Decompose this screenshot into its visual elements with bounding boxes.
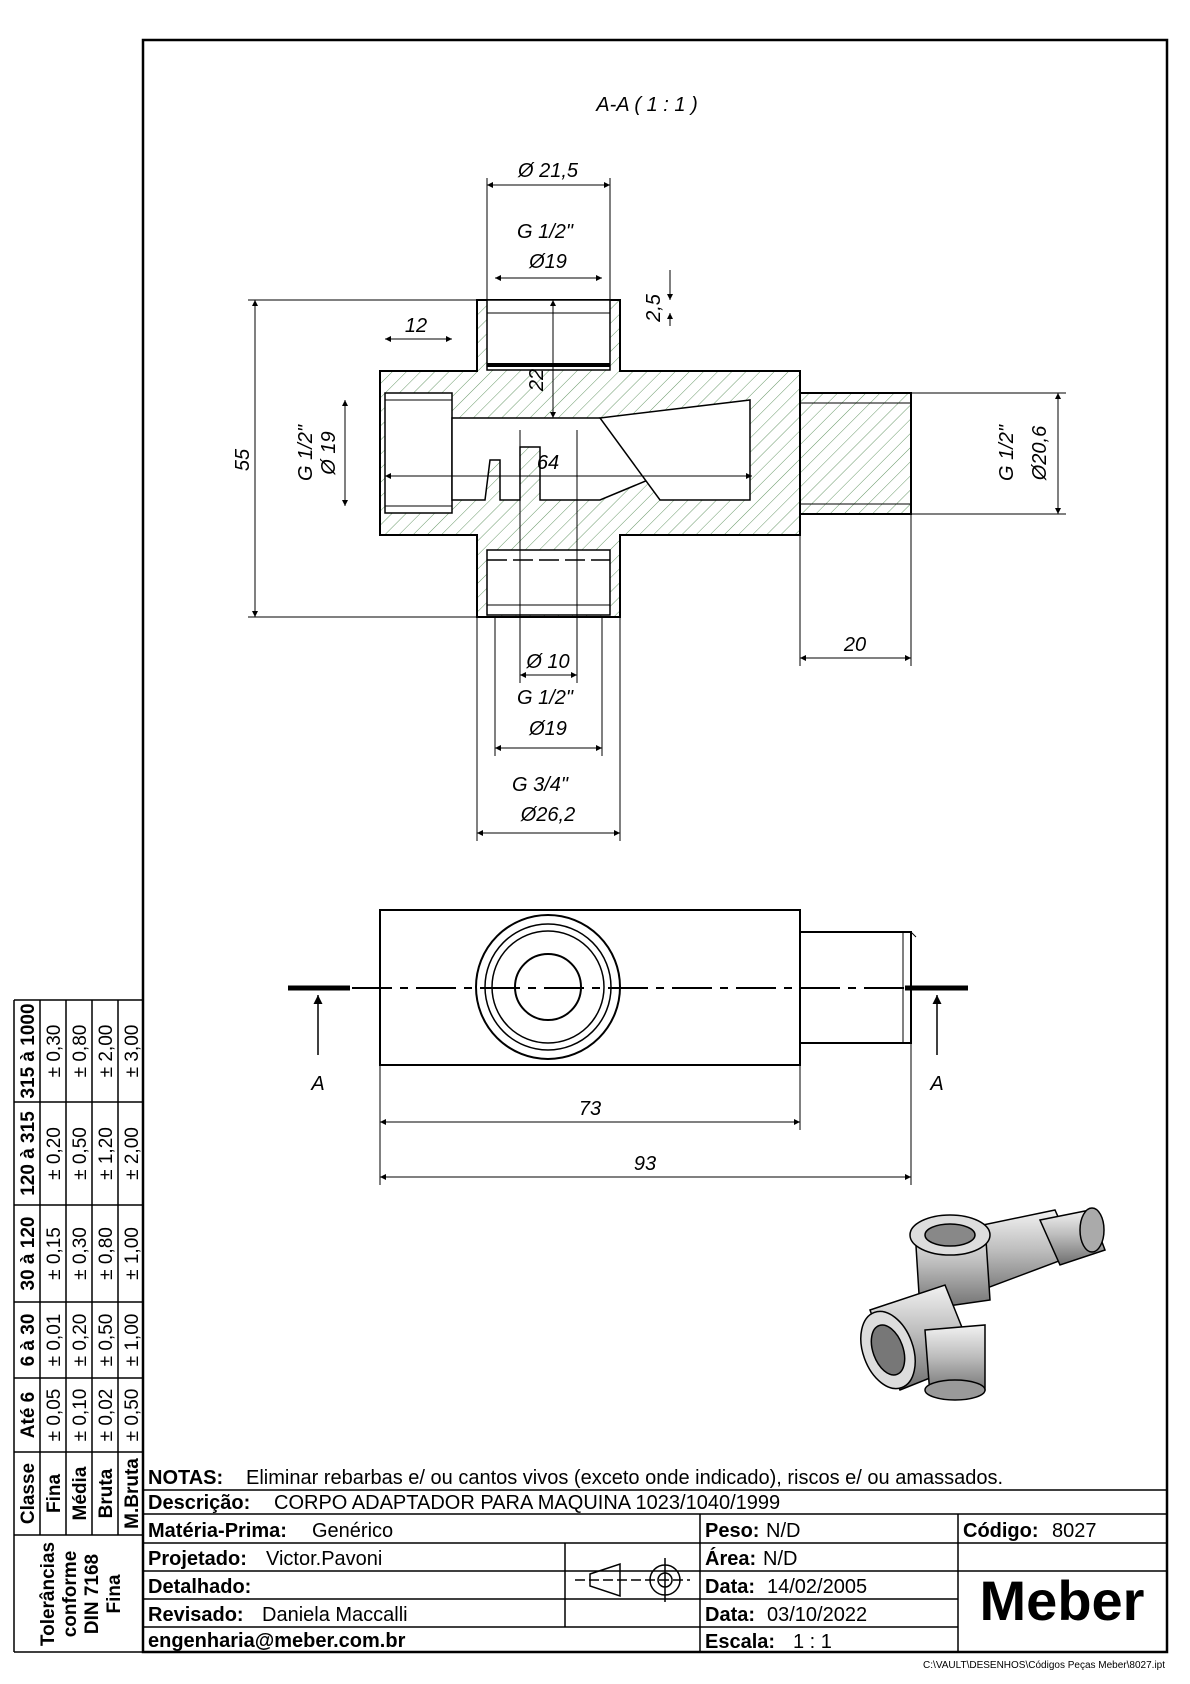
- dim-top-depth: 2,5: [643, 293, 665, 323]
- tol-side-label-1: Tolerâncias: [38, 1542, 59, 1646]
- title-block: NOTAS: Eliminar rebarbas e/ ou cantos vi…: [143, 1467, 1167, 1671]
- data2-label: Data:: [705, 1604, 755, 1626]
- dim-bottom-outer-dia: Ø26,2: [520, 804, 575, 826]
- dim-left-thread: G 1/2": [295, 424, 317, 481]
- tol-cell-0-2: ± 0,01: [44, 1314, 65, 1367]
- notes-label: NOTAS:: [148, 1467, 223, 1489]
- area-label: Área:: [705, 1547, 756, 1570]
- email: engenharia@meber.com.br: [148, 1630, 406, 1652]
- section-title: A-A ( 1 : 1 ): [595, 94, 698, 116]
- tol-cell-2-0: Bruta: [96, 1468, 117, 1518]
- tol-cell-0-4: ± 0,20: [44, 1127, 65, 1180]
- area-text: N/D: [763, 1548, 797, 1570]
- top-port: [486, 299, 611, 371]
- dim-height: 55: [232, 448, 254, 471]
- peso-text: N/D: [766, 1520, 800, 1542]
- revisado-text: Daniela Maccalli: [262, 1604, 408, 1626]
- material-label: Matéria-Prima:: [148, 1520, 287, 1542]
- section-letter-left: A: [310, 1073, 324, 1095]
- company-logo: Meber: [980, 1569, 1145, 1632]
- tol-cell-2-1: ± 0,02: [96, 1389, 117, 1442]
- file-path: C:\VAULT\DESENHOS\Códigos Peças Meber\80…: [923, 1660, 1165, 1671]
- detalhado-label: Detalhado:: [148, 1576, 251, 1598]
- tol-cell-2-2: ± 0,50: [96, 1314, 117, 1367]
- left-port: [384, 392, 453, 514]
- tol-cell-3-1: ± 0,50: [122, 1389, 143, 1442]
- tol-header-4: 120 à 315: [18, 1111, 39, 1196]
- peso-label: Peso:: [705, 1520, 759, 1542]
- dim-bottom-thread: G 1/2": [517, 687, 574, 709]
- dim-left-len: 12: [405, 315, 427, 337]
- projetado-label: Projetado:: [148, 1548, 247, 1570]
- tol-cell-0-3: ± 0,15: [44, 1227, 65, 1280]
- section-view: A-A ( 1 : 1 ): [232, 94, 1066, 841]
- codigo-text: 8027: [1052, 1520, 1097, 1542]
- data1-text: 14/02/2005: [767, 1576, 867, 1598]
- escala-label: Escala:: [705, 1631, 775, 1653]
- tol-cell-1-0: Média: [70, 1466, 91, 1520]
- tol-header-1: Até 6: [18, 1392, 39, 1438]
- tol-header-0: Classe: [18, 1463, 39, 1524]
- tol-cell-0-1: ± 0,05: [44, 1389, 65, 1442]
- tol-header-2: 6 à 30: [18, 1314, 39, 1367]
- projection-symbol-icon: [575, 1558, 690, 1602]
- desc-label: Descrição:: [148, 1492, 250, 1514]
- tolerance-table: Tolerâncias conforme DIN 7168 Fina Class…: [13, 999, 143, 1653]
- tol-cell-2-4: ± 1,20: [96, 1127, 117, 1180]
- tol-cell-3-2: ± 1,00: [122, 1314, 143, 1367]
- dim-total: 93: [634, 1153, 656, 1175]
- tol-cell-0-0: Fina: [44, 1474, 65, 1513]
- material-text: Genérico: [312, 1520, 393, 1542]
- tol-side-label-2: conforme: [60, 1551, 81, 1638]
- escala-text: 1 : 1: [793, 1631, 832, 1653]
- dim-left-dia: Ø 19: [318, 431, 340, 475]
- dim-right-len: 20: [843, 634, 866, 656]
- tol-header-3: 30 à 120: [18, 1217, 39, 1291]
- tol-cell-1-3: ± 0,30: [70, 1227, 91, 1280]
- dim-length: 64: [537, 452, 559, 474]
- notes-text: Eliminar rebarbas e/ ou cantos vivos (ex…: [246, 1467, 1003, 1489]
- projetado-text: Victor.Pavoni: [266, 1548, 382, 1570]
- tol-side-label-4: Fina: [104, 1574, 125, 1613]
- codigo-label: Código:: [963, 1520, 1039, 1542]
- top-view: A A 73 93: [288, 909, 968, 1185]
- section-letter-right: A: [929, 1073, 943, 1095]
- tol-side-label-3: DIN 7168: [82, 1554, 103, 1634]
- dim-top-dia: Ø19: [528, 251, 567, 273]
- tol-cell-0-5: ± 0,30: [44, 1025, 65, 1078]
- data1-label: Data:: [705, 1576, 755, 1598]
- revisado-label: Revisado:: [148, 1604, 244, 1626]
- tol-cell-1-4: ± 0,50: [70, 1127, 91, 1180]
- dim-top-thread: G 1/2": [517, 221, 574, 243]
- tol-cell-3-3: ± 1,00: [122, 1227, 143, 1280]
- dim-inner-depth: 22: [526, 369, 548, 392]
- dim-top-outer-dia: Ø 21,5: [517, 160, 579, 182]
- dim-right-dia: Ø20,6: [1029, 425, 1051, 481]
- dim-bottom-outer-thread: G 3/4": [512, 774, 569, 796]
- data2-text: 03/10/2022: [767, 1604, 867, 1626]
- dim-bottom-dia: Ø19: [528, 718, 567, 740]
- desc-text: CORPO ADAPTADOR PARA MAQUINA 1023/1040/1…: [274, 1492, 780, 1514]
- tol-cell-3-4: ± 2,00: [122, 1127, 143, 1180]
- tol-header-5: 315 à 1000: [18, 1003, 39, 1098]
- tol-cell-1-2: ± 0,20: [70, 1314, 91, 1367]
- tol-cell-3-5: ± 3,00: [122, 1025, 143, 1078]
- dim-bore-dia: Ø 10: [525, 651, 569, 673]
- bottom-port: [486, 549, 611, 616]
- tol-cell-1-5: ± 0,80: [70, 1025, 91, 1078]
- right-stub: [799, 392, 912, 515]
- dim-right-thread: G 1/2": [996, 424, 1018, 481]
- tol-cell-1-1: ± 0,10: [70, 1389, 91, 1442]
- dim-body: 73: [579, 1098, 601, 1120]
- tol-cell-3-0: M.Bruta: [122, 1458, 143, 1529]
- sheet-border: [141, 38, 1169, 1654]
- tol-cell-2-3: ± 0,80: [96, 1227, 117, 1280]
- isometric-render: [860, 1207, 1106, 1401]
- tol-cell-2-5: ± 2,00: [96, 1025, 117, 1078]
